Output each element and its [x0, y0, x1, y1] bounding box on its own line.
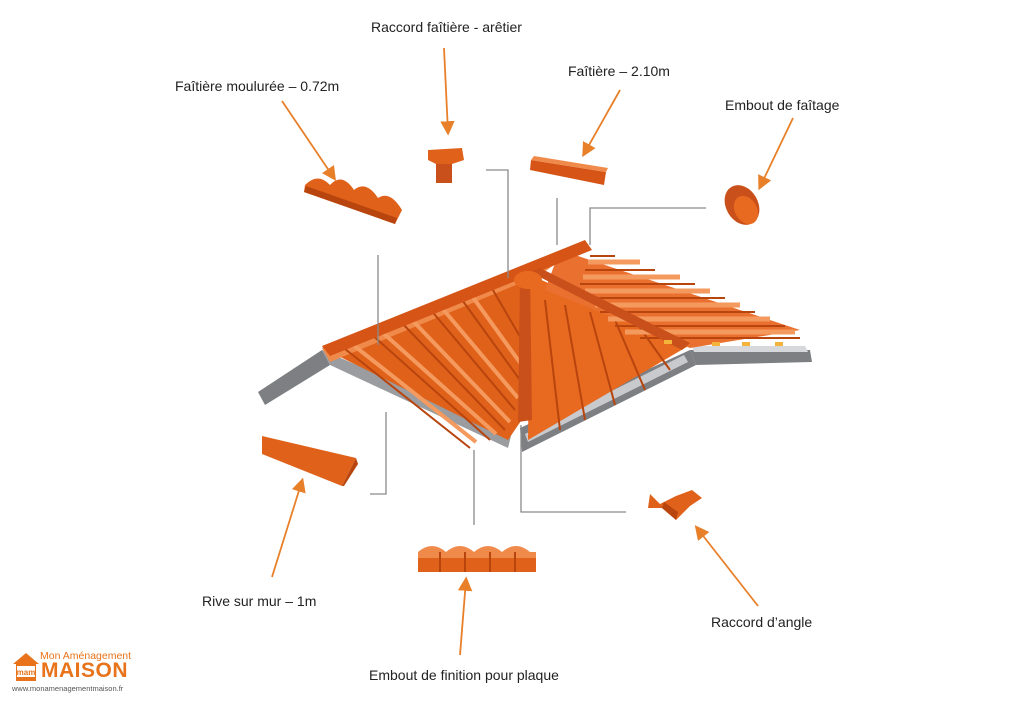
house-logo-icon: mam — [13, 653, 39, 681]
label-raccord-angle: Raccord d’angle — [711, 614, 813, 630]
leader-lines — [370, 169, 706, 525]
embout-finition-part — [418, 546, 536, 572]
raccord-angle-part — [648, 490, 702, 520]
brand-logo: mam Mon Aménagement MAISON www.monamenag… — [10, 650, 140, 700]
roof-model — [258, 240, 812, 452]
battens — [664, 340, 783, 346]
right-wall-inner — [692, 346, 808, 352]
label-rive-sur-mur: Rive sur mur – 1m — [202, 593, 317, 609]
left-slope-highlights — [350, 294, 523, 444]
logo-line1: Mon Aménagement — [40, 650, 132, 662]
label-faitiere-moulee: Faîtière moulurée – 0.72m — [175, 78, 340, 94]
label-raccord-faitiere-aretier: Raccord faîtière - arêtier — [371, 19, 522, 35]
faitiere-210-part — [530, 156, 608, 185]
hip-ridge — [518, 270, 532, 422]
callout-arrows — [271, 47, 794, 656]
raccord-faitiere-aretier-part — [428, 148, 464, 183]
logo-line2: MAISON — [41, 659, 128, 682]
front-right-slope — [528, 275, 690, 440]
rive-sur-mur-part — [262, 436, 358, 486]
left-roof-slope — [322, 265, 530, 440]
left-wall-inner — [322, 350, 512, 448]
left-slope-tiles — [339, 284, 523, 449]
right-wall — [690, 350, 812, 365]
logo-url: www.monamenagementmaison.fr — [12, 684, 124, 693]
right-slope-highlights — [583, 259, 795, 335]
label-faitiere-210: Faîtière – 2.10m — [568, 63, 670, 79]
embout-faitage-part — [724, 185, 760, 225]
logo-house-text: mam — [17, 668, 36, 677]
left-wall — [258, 350, 330, 405]
faitiere-moulee-part — [304, 178, 402, 224]
hip-ridge-right — [530, 268, 690, 350]
main-ridge — [322, 240, 592, 356]
front-slope-tiles — [544, 299, 671, 431]
front-wall-inner — [525, 355, 688, 442]
label-embout-faitage: Embout de faîtage — [725, 97, 840, 113]
ridge-junction — [514, 271, 542, 289]
label-embout-finition: Embout de finition pour plaque — [369, 667, 559, 683]
